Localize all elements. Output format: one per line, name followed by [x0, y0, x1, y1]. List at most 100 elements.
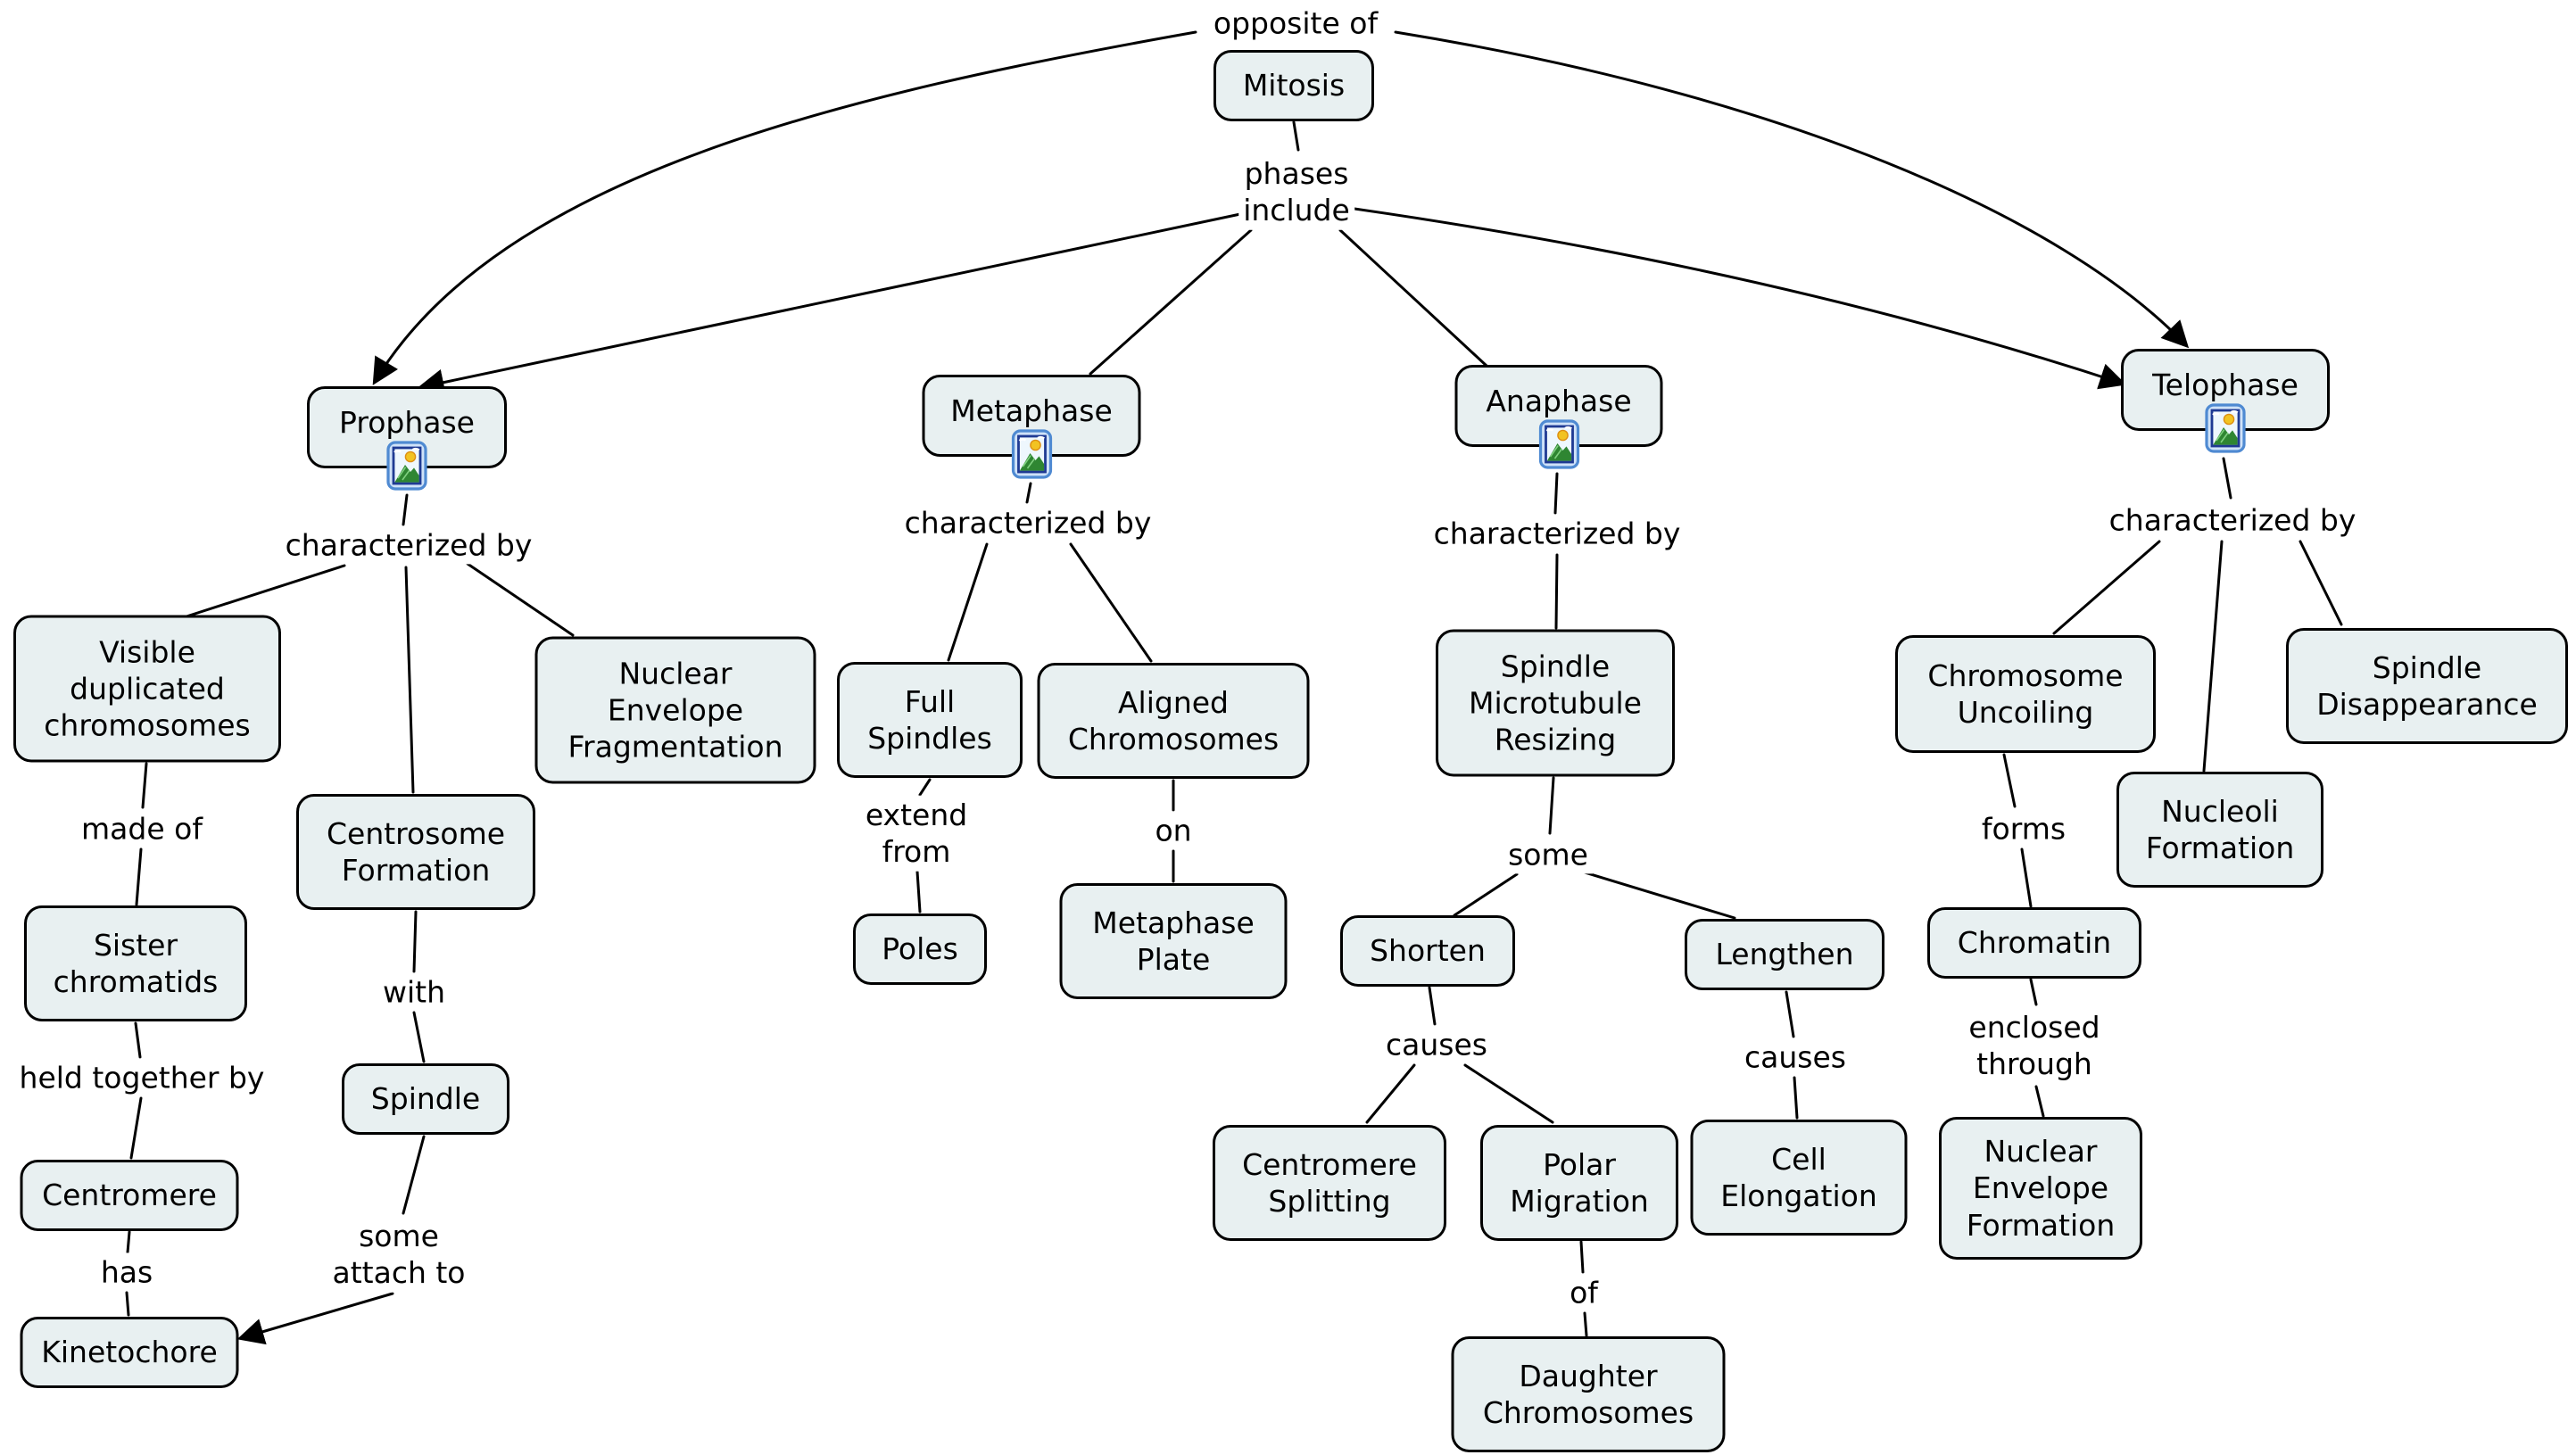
concept-label-nuclear-envelope-formation: Nuclear Envelope Formation: [1966, 1134, 2116, 1243]
concept-label-lengthen: Lengthen: [1715, 937, 1854, 972]
linking-phrase-characterized-by-telophase[interactable]: characterized by: [2104, 500, 2361, 540]
edge-metaphase-characterized-by-metaphase: [1025, 482, 1032, 504]
linking-phrase-of[interactable]: of: [1565, 1273, 1603, 1312]
concept-spindle-disappearance[interactable]: Spindle Disappearance: [2286, 628, 2568, 744]
linking-phrase-with[interactable]: with: [377, 972, 451, 1012]
concept-label-shorten: Shorten: [1370, 933, 1486, 969]
concept-label-spindle-disappearance: Spindle Disappearance: [2316, 649, 2538, 722]
edge-phases-include-telophase: [1353, 207, 2127, 390]
edge-some-attach-to-kinetochore: [236, 1292, 394, 1345]
concept-label-telophase: Telophase: [2152, 368, 2299, 403]
concept-label-spindle: Spindle: [370, 1081, 481, 1117]
image-resource-icon[interactable]: [1011, 429, 1052, 480]
edge-phases-include-anaphase: [1338, 228, 1488, 368]
edge-characterized-by-prophase-visible-duplicated-chromosomes: [182, 564, 346, 619]
edge-spindle-some-attach-to: [402, 1135, 426, 1215]
concept-label-aligned-chromosomes: Aligned Chromosomes: [1067, 684, 1280, 756]
edge-with-spindle: [412, 1011, 426, 1063]
concept-label-mitosis: Mitosis: [1242, 68, 1346, 103]
concept-nuclear-envelope-formation[interactable]: Nuclear Envelope Formation: [1939, 1117, 2142, 1260]
linking-phrase-causes-shorten[interactable]: causes: [1381, 1025, 1492, 1064]
concept-label-spindle-microtubule-resizing: Spindle Microtubule Resizing: [1468, 649, 1642, 757]
image-resource-icon[interactable]: [1538, 419, 1579, 470]
edge-forms-chromatin: [2020, 847, 2033, 908]
concept-centromere-splitting[interactable]: Centromere Splitting: [1213, 1125, 1446, 1241]
concept-metaphase[interactable]: Metaphase: [922, 375, 1141, 479]
concept-chromosome-uncoiling[interactable]: Chromosome Uncoiling: [1895, 635, 2156, 753]
concept-label-full-spindles: Full Spindles: [867, 683, 992, 756]
concept-anaphase[interactable]: Anaphase: [1454, 365, 1663, 469]
concept-nucleoli-formation[interactable]: Nucleoli Formation: [2116, 772, 2323, 888]
concept-daughter-chromosomes[interactable]: Daughter Chromosomes: [1451, 1336, 1726, 1452]
linking-phrase-made-of[interactable]: made of: [77, 809, 207, 848]
linking-phrase-opposite-of[interactable]: opposite of: [1208, 4, 1383, 43]
concept-prophase[interactable]: Prophase: [307, 386, 507, 491]
linking-phrase-some-attach-to[interactable]: some attach to: [327, 1216, 470, 1293]
concept-nuclear-envelope-fragmentation[interactable]: Nuclear Envelope Fragmentation: [534, 636, 816, 784]
concept-lengthen[interactable]: Lengthen: [1685, 919, 1884, 990]
concept-label-nucleoli-formation: Nucleoli Formation: [2145, 793, 2295, 865]
concept-spindle[interactable]: Spindle: [342, 1063, 509, 1135]
linking-phrase-enclosed-through[interactable]: enclosed through: [1964, 1007, 2105, 1084]
edge-extend-from-poles: [915, 870, 922, 914]
concept-sister-chromatids[interactable]: Sister chromatids: [24, 905, 247, 1021]
concept-label-visible-duplicated-chromosomes: Visible duplicated chromosomes: [44, 634, 251, 743]
edge-characterized-by-telophase-spindle-disappearance: [2299, 540, 2343, 626]
concept-telophase[interactable]: Telophase: [2121, 349, 2330, 453]
edge-characterized-by-prophase-centrosome-formation: [404, 566, 415, 794]
edge-enclosed-through-nuclear-envelope-formation: [2034, 1085, 2045, 1118]
concept-aligned-chromosomes[interactable]: Aligned Chromosomes: [1037, 663, 1310, 779]
concept-visible-duplicated-chromosomes[interactable]: Visible duplicated chromosomes: [13, 615, 281, 763]
linking-phrase-held-together-by[interactable]: held together by: [14, 1058, 269, 1097]
concept-label-centrosome-formation: Centrosome Formation: [326, 815, 506, 888]
edge-has-kinetochore: [125, 1291, 130, 1317]
linking-phrase-phases-include[interactable]: phases include: [1238, 153, 1354, 230]
concept-label-sister-chromatids: Sister chromatids: [53, 927, 219, 999]
edge-shorten-causes-shorten: [1428, 986, 1437, 1026]
concept-kinetochore[interactable]: Kinetochore: [20, 1317, 239, 1388]
concept-centromere[interactable]: Centromere: [20, 1160, 239, 1231]
linking-phrase-characterized-by-metaphase[interactable]: characterized by: [899, 503, 1156, 542]
concept-centrosome-formation[interactable]: Centrosome Formation: [296, 794, 535, 910]
edge-centromere-has: [126, 1230, 131, 1254]
edge-full-spindles-extend-from: [918, 778, 932, 797]
linking-phrase-has[interactable]: has: [95, 1252, 158, 1292]
edge-phases-include-prophase: [417, 212, 1242, 396]
edge-some-shorten: [1453, 872, 1519, 917]
edge-prophase-characterized-by-prophase: [402, 493, 409, 526]
linking-phrase-some[interactable]: some: [1503, 835, 1593, 874]
edge-causes-shorten-centromere-splitting: [1365, 1063, 1416, 1124]
concept-chromatin[interactable]: Chromatin: [1927, 907, 2141, 979]
concept-shorten[interactable]: Shorten: [1340, 915, 1515, 987]
concept-label-anaphase: Anaphase: [1486, 384, 1632, 419]
concept-polar-migration[interactable]: Polar Migration: [1480, 1125, 1678, 1241]
concept-cell-elongation[interactable]: Cell Elongation: [1690, 1120, 1908, 1236]
edge-characterized-by-prophase-nuclear-envelope-fragmentation: [466, 562, 575, 637]
edge-characterized-by-telophase-nucleoli-formation: [2202, 540, 2224, 773]
edge-chromosome-uncoiling-forms: [2002, 753, 2017, 808]
concept-mitosis[interactable]: Mitosis: [1213, 50, 1374, 121]
concept-full-spindles[interactable]: Full Spindles: [837, 662, 1023, 778]
linking-phrase-characterized-by-prophase[interactable]: characterized by: [280, 525, 537, 565]
linking-phrase-characterized-by-anaphase[interactable]: characterized by: [1429, 514, 1686, 553]
linking-phrase-on[interactable]: on: [1150, 811, 1197, 850]
concept-label-cell-elongation: Cell Elongation: [1720, 1141, 1877, 1213]
edge-made-of-sister-chromatids: [135, 847, 143, 906]
edge-some-lengthen: [1583, 871, 1736, 920]
linking-phrase-extend-from[interactable]: extend from: [860, 795, 973, 872]
edge-characterized-by-anaphase-spindle-microtubule-resizing: [1554, 553, 1559, 630]
linking-phrase-causes-lengthen[interactable]: causes: [1740, 1038, 1851, 1077]
edge-phases-include-metaphase: [1089, 228, 1253, 376]
concept-spindle-microtubule-resizing[interactable]: Spindle Microtubule Resizing: [1436, 629, 1675, 777]
concept-metaphase-plate[interactable]: Metaphase Plate: [1059, 883, 1288, 999]
linking-phrase-forms[interactable]: forms: [1976, 809, 2071, 848]
image-resource-icon[interactable]: [386, 441, 427, 492]
edge-causes-lengthen-cell-elongation: [1793, 1076, 1799, 1120]
image-resource-icon[interactable]: [2205, 403, 2246, 454]
concept-label-nuclear-envelope-fragmentation: Nuclear Envelope Fragmentation: [567, 656, 783, 765]
concept-poles[interactable]: Poles: [853, 914, 987, 985]
concept-label-poles: Poles: [882, 931, 958, 967]
concept-label-metaphase-plate: Metaphase Plate: [1092, 905, 1255, 977]
